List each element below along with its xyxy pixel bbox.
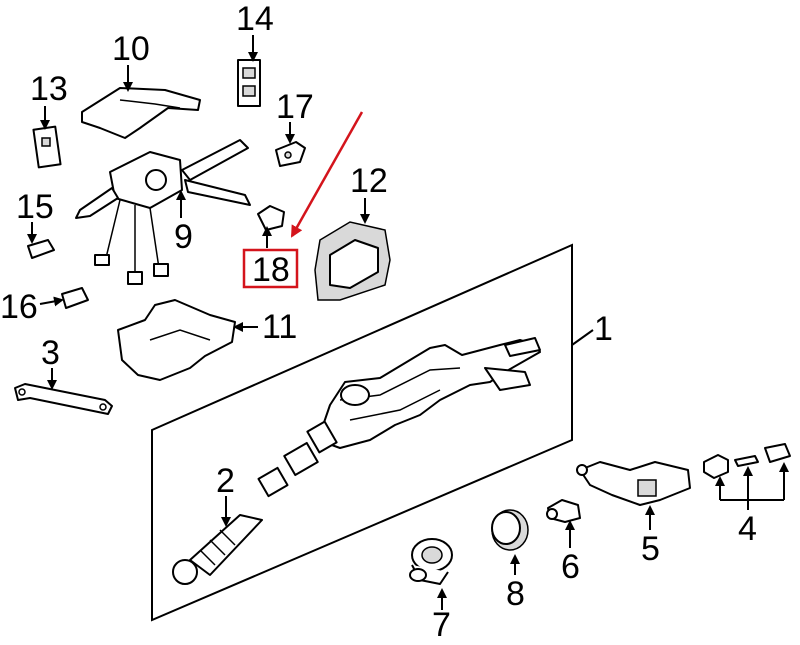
- callout-16: 16: [0, 288, 38, 326]
- callout-13: 13: [30, 70, 68, 108]
- callout-12: 12: [350, 162, 388, 200]
- leader-1: [571, 329, 594, 346]
- switch-part[interactable]: [546, 499, 581, 523]
- clip-13-part[interactable]: [32, 125, 62, 169]
- callout-6: 6: [561, 548, 580, 586]
- ignition-housing-part[interactable]: [576, 461, 691, 506]
- lower-cover-part[interactable]: [117, 299, 236, 381]
- highlight-box: [242, 248, 299, 289]
- steering-column-part[interactable]: [317, 337, 541, 449]
- highlight-arrow: [290, 111, 364, 238]
- callout-18: 18: [252, 251, 290, 289]
- bushing-part[interactable]: [409, 538, 453, 585]
- lock-cylinder-set-part[interactable]: [703, 443, 791, 479]
- trim-panel-part[interactable]: [314, 221, 391, 301]
- column-panel: [151, 243, 573, 622]
- callout-7: 7: [432, 606, 451, 640]
- callout-11: 11: [262, 308, 297, 346]
- callout-1: 1: [594, 310, 613, 348]
- callout-3: 3: [41, 334, 60, 372]
- cap-part[interactable]: [491, 509, 529, 551]
- bracket-strap-part[interactable]: [14, 383, 113, 415]
- callout-5: 5: [641, 530, 660, 568]
- upper-cover-part[interactable]: [81, 87, 201, 139]
- highlighted-part-18[interactable]: [257, 205, 285, 231]
- combination-switch-part[interactable]: [75, 139, 251, 285]
- callout-8: 8: [506, 575, 525, 613]
- callout-10: 10: [112, 30, 150, 68]
- connector-16-part[interactable]: [61, 287, 89, 309]
- leader-16: [39, 296, 64, 307]
- callout-2: 2: [216, 462, 235, 500]
- bracket-14-part[interactable]: [237, 59, 261, 107]
- intermediate-shaft-part[interactable]: [172, 420, 338, 585]
- connector-15-part[interactable]: [27, 239, 55, 259]
- callout-17: 17: [276, 88, 314, 126]
- bracket-17-part[interactable]: [275, 141, 306, 167]
- callout-9: 9: [174, 218, 193, 256]
- callout-15: 15: [16, 188, 54, 226]
- callout-14: 14: [236, 0, 274, 38]
- callout-4: 4: [738, 510, 757, 548]
